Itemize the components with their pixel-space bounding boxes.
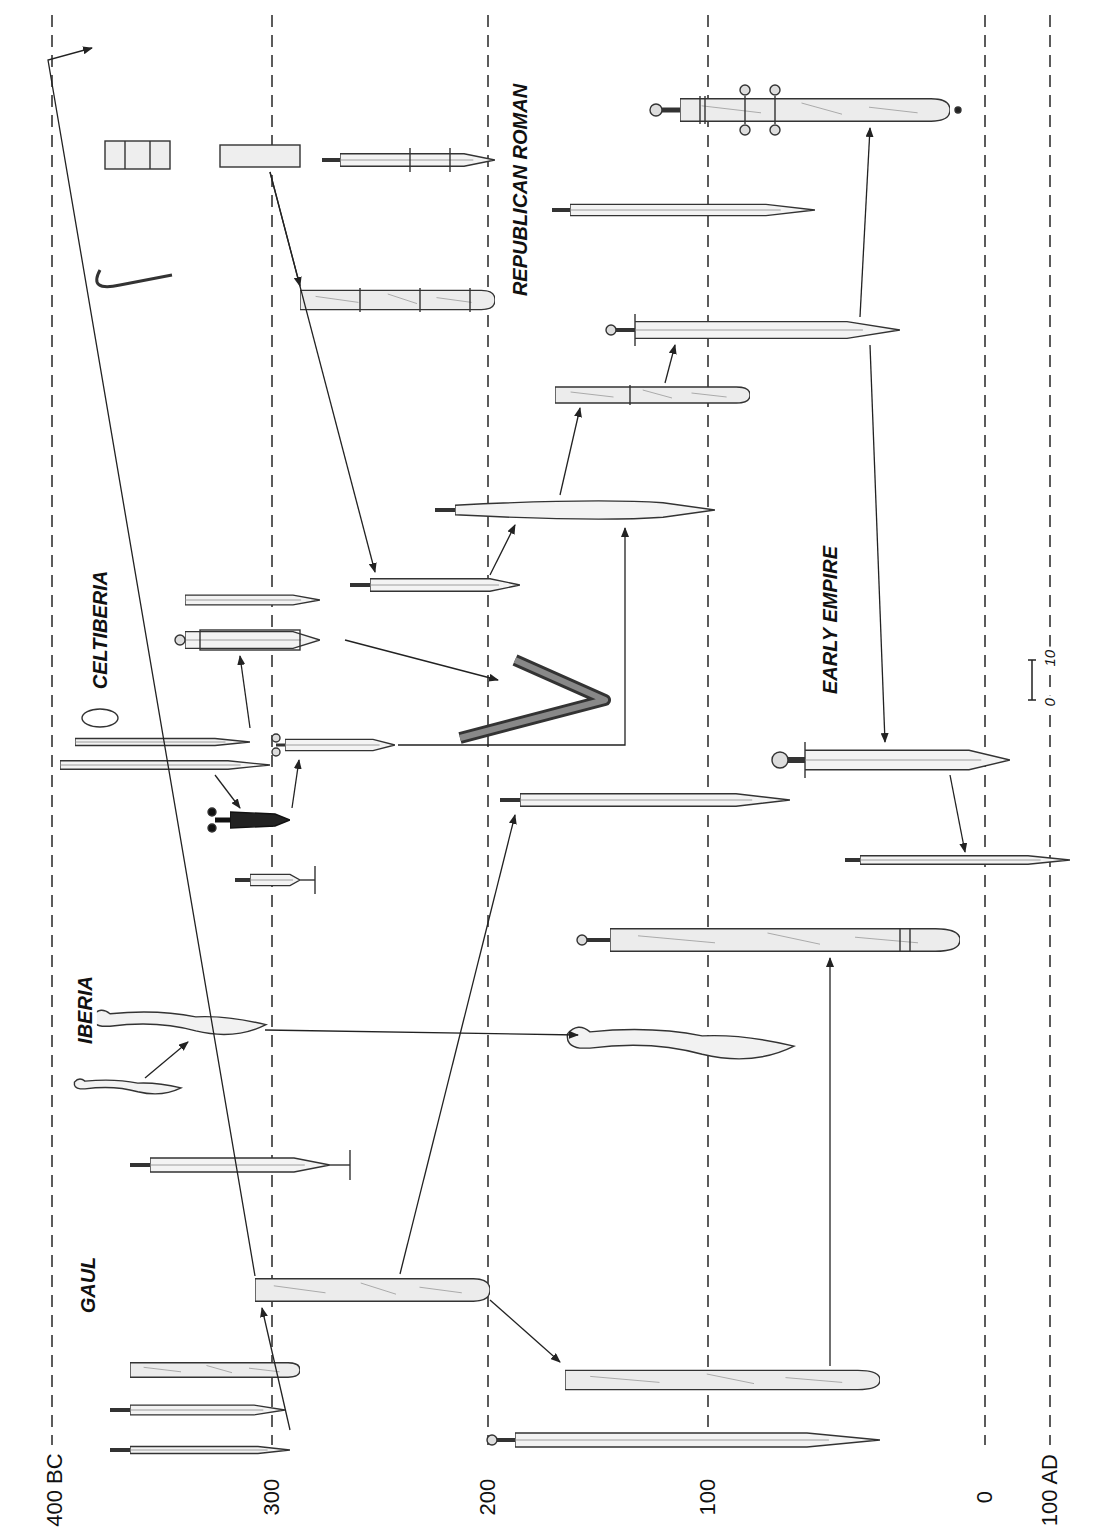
- date-label: 100 AD: [1037, 1451, 1063, 1529]
- scale-bar: [1028, 660, 1036, 700]
- date-label: 0: [972, 1488, 998, 1506]
- region-label: GAUL: [76, 1254, 100, 1317]
- region-label: IBERIA: [73, 973, 97, 1047]
- scale-number: 0: [1041, 695, 1060, 709]
- century-line: [52, 15, 1050, 1445]
- scale-number: 10: [1041, 647, 1060, 670]
- derivation-arrow: [48, 48, 965, 1430]
- date-label: 400 BC: [42, 1450, 68, 1529]
- date-label: 100: [695, 1476, 721, 1519]
- period-label: REPUBLICAN ROMAN: [508, 81, 532, 299]
- sword-drawings: [60, 85, 1070, 1454]
- date-label: 300: [259, 1476, 285, 1519]
- period-label: EARLY EMPIRE: [818, 543, 842, 697]
- date-label: 200: [475, 1476, 501, 1519]
- region-label: CELTIBERIA: [88, 568, 112, 693]
